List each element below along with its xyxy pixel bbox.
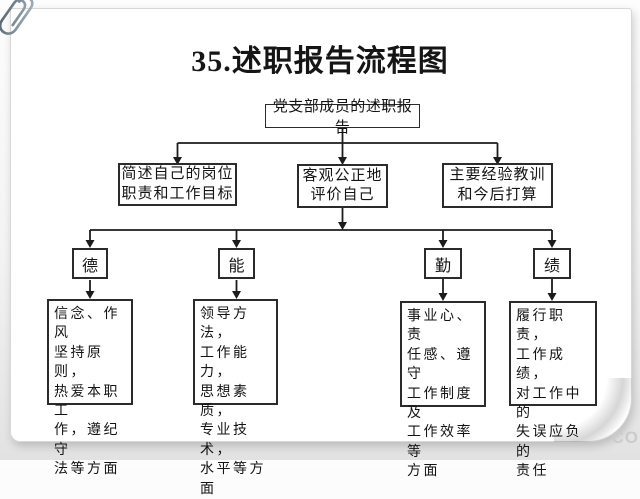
flow-node-self-evaluation: 客观公正地 评价自己 — [297, 164, 388, 208]
flow-node-detail-de: 信念、作风 坚持原则， 热爱本职工 作，遵纪守 法等方面 — [47, 299, 133, 477]
flow-node-root-label: 党支部成员的述职报告 — [272, 99, 413, 136]
flow-node-detail-ji: 履行职责， 工作成绩， 对工作中的 失误应负的 责任 — [509, 301, 597, 479]
flow-node-criterion-de-label: 德 — [81, 257, 98, 275]
flow-node-criterion-qin: 勤 — [424, 248, 462, 279]
flow-node-duties: 简述自己的岗位 职责和工作目标 — [118, 163, 237, 206]
flow-node-root: 党支部成员的述职报告 — [265, 99, 420, 136]
flow-node-self-evaluation-label: 客观公正地 评价自己 — [302, 167, 383, 204]
watermark: CO — [611, 428, 639, 447]
flow-node-detail-qin: 事业心、责 任感、遵守 工作制度及 工作效率等 方面 — [400, 301, 486, 479]
flow-node-detail-ji-label: 履行职责， 工作成绩， 对工作中的 失误应负的 责任 — [516, 309, 582, 480]
flow-node-detail-de-label: 信念、作风 坚持原则， 热爱本职工 作，遵纪守 法等方面 — [54, 307, 120, 478]
flow-node-criterion-ji-label: 绩 — [543, 257, 560, 275]
flow-node-criterion-de: 德 — [72, 248, 108, 279]
flow-node-detail-qin-label: 事业心、责 任感、遵守 工作制度及 工作效率等 方面 — [407, 309, 473, 480]
paperclip-icon — [0, 0, 34, 35]
flow-node-lessons-plans: 主要经验教训 和今后打算 — [442, 163, 553, 208]
flow-node-criterion-ji: 绩 — [533, 248, 571, 279]
flow-node-duties-label: 简述自己的岗位 职责和工作目标 — [121, 166, 234, 202]
flow-node-criterion-neng: 能 — [218, 248, 255, 279]
flow-node-criterion-neng-label: 能 — [228, 257, 245, 275]
flow-node-lessons-plans-label: 主要经验教训 和今后打算 — [449, 167, 546, 203]
page-title: 35.述职报告流程图 — [191, 45, 449, 78]
flow-node-criterion-qin-label: 勤 — [434, 257, 451, 275]
flow-node-detail-neng: 领导方法， 工作能力， 思想素质， 专业技术， 水平等方面 — [193, 299, 278, 497]
flow-node-detail-neng-label: 领导方法， 工作能力， 思想素质， 专业技术， 水平等方面 — [200, 307, 266, 497]
